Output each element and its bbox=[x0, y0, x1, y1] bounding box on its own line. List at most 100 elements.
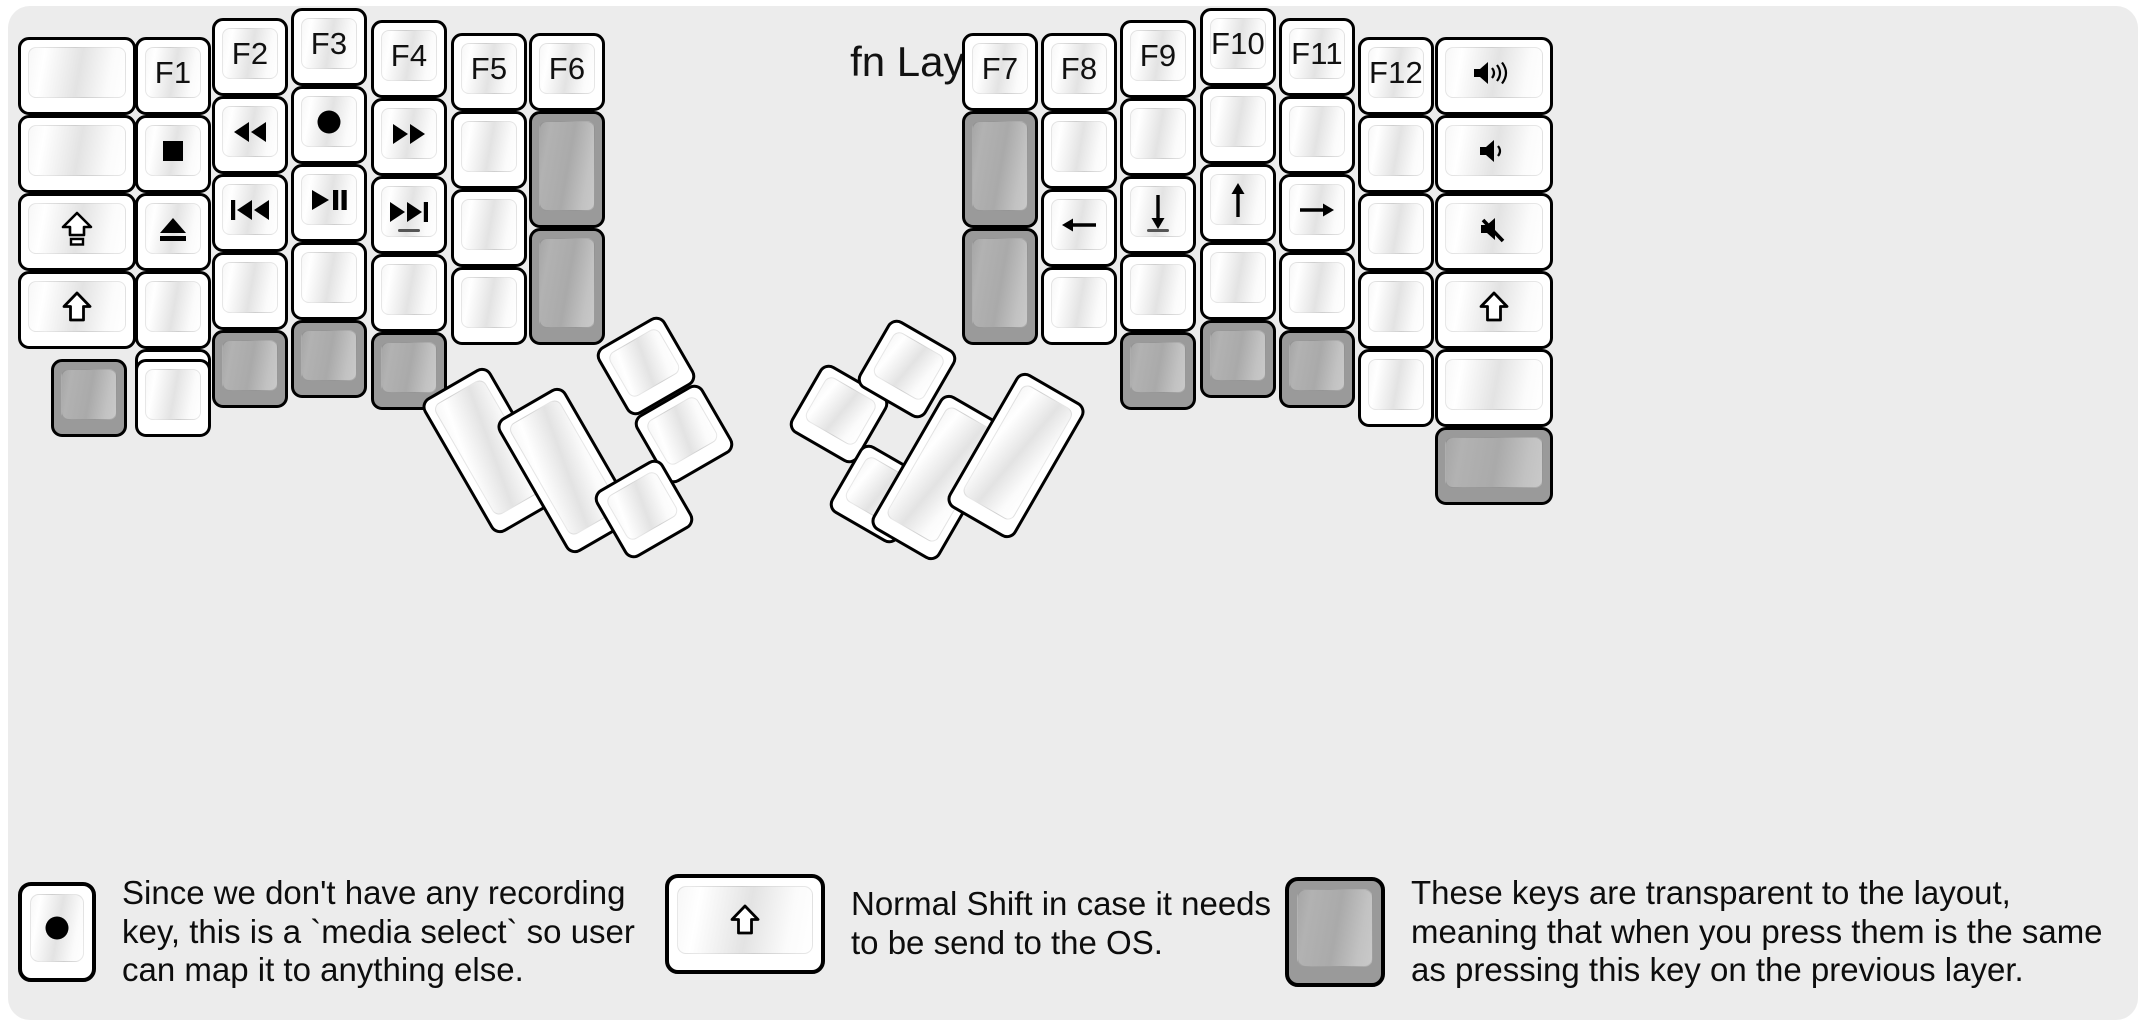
key-left-middle-3[interactable] bbox=[291, 242, 367, 320]
key-right-pinky-outer-3[interactable] bbox=[1435, 271, 1553, 349]
legend-text: Normal Shift in case it needs to be send… bbox=[851, 885, 1272, 961]
key-right-ring-4[interactable] bbox=[1279, 330, 1355, 408]
keycap-face bbox=[1368, 125, 1424, 176]
legend-item: Since we don't have any recording key, t… bbox=[18, 874, 642, 990]
key-left-inner-0[interactable]: F6 bbox=[529, 33, 605, 111]
key-left-pinky-3[interactable] bbox=[135, 271, 211, 349]
keycap-face bbox=[677, 886, 813, 954]
key-right-pinky-2[interactable] bbox=[1358, 193, 1434, 271]
key-left-ring-2[interactable] bbox=[212, 174, 288, 252]
key-left-index-3[interactable] bbox=[371, 254, 447, 332]
key-left-bottom-0[interactable] bbox=[51, 359, 127, 437]
key-label: F12 bbox=[1368, 55, 1424, 90]
key-left-index-0[interactable]: F4 bbox=[371, 20, 447, 98]
key-left-pinky-outer-1[interactable] bbox=[18, 115, 136, 193]
key-left-middle-1[interactable] bbox=[291, 86, 367, 164]
key-label: F9 bbox=[1139, 38, 1177, 73]
key-right-index-inner-1[interactable] bbox=[1041, 111, 1117, 189]
key-right-index-2[interactable] bbox=[1120, 176, 1196, 254]
keycap-face: F3 bbox=[301, 18, 357, 69]
keycap-face bbox=[1445, 203, 1543, 254]
key-left-ring-0[interactable]: F2 bbox=[212, 18, 288, 96]
key-left-index-2[interactable] bbox=[371, 176, 447, 254]
key-left-middle-4[interactable] bbox=[291, 320, 367, 398]
key-right-pinky-1[interactable] bbox=[1358, 115, 1434, 193]
key-left-index-inner-3[interactable] bbox=[451, 267, 527, 345]
key-left-pinky-1[interactable] bbox=[135, 115, 211, 193]
key-left-index-inner-1[interactable] bbox=[451, 111, 527, 189]
key-right-pinky-outer-2[interactable] bbox=[1435, 193, 1553, 271]
key-right-middle-3[interactable] bbox=[1200, 242, 1276, 320]
key-left-inner-1[interactable] bbox=[529, 111, 605, 228]
key-right-middle-0[interactable]: F10 bbox=[1200, 8, 1276, 86]
key-right-index-3[interactable] bbox=[1120, 254, 1196, 332]
key-left-middle-2[interactable] bbox=[291, 164, 367, 242]
keycap-face bbox=[28, 203, 126, 254]
key-left-bottom-1[interactable] bbox=[135, 359, 211, 437]
keycap-face bbox=[301, 330, 357, 381]
keycap-face bbox=[301, 96, 357, 147]
key-left-ring-3[interactable] bbox=[212, 252, 288, 330]
legend-text: These keys are transparent to the layout… bbox=[1411, 874, 2103, 989]
keycap-face bbox=[1051, 121, 1107, 172]
keycap-face bbox=[1130, 108, 1186, 159]
key-label: F7 bbox=[981, 51, 1019, 86]
keycap-face bbox=[644, 394, 721, 468]
key-right-index-0[interactable]: F9 bbox=[1120, 20, 1196, 98]
key-right-index-4[interactable] bbox=[1120, 332, 1196, 410]
keycap-face bbox=[30, 893, 84, 962]
keycap-face bbox=[461, 121, 517, 172]
keycap-face bbox=[301, 174, 357, 225]
eject-icon bbox=[156, 214, 190, 244]
key-right-index-inner-3[interactable] bbox=[1041, 267, 1117, 345]
key-right-pinky-4[interactable] bbox=[1358, 349, 1434, 427]
key-right-middle-4[interactable] bbox=[1200, 320, 1276, 398]
volume-down-icon bbox=[1477, 136, 1511, 166]
legend-sample-key bbox=[18, 881, 96, 982]
key-right-inner-1[interactable] bbox=[962, 111, 1038, 228]
key-right-ring-1[interactable] bbox=[1279, 96, 1355, 174]
key-left-pinky-outer-3[interactable] bbox=[18, 271, 136, 349]
key-right-middle-2[interactable] bbox=[1200, 164, 1276, 242]
keycap-face bbox=[145, 281, 201, 332]
homing-bar bbox=[398, 229, 420, 232]
key-left-pinky-0[interactable]: F1 bbox=[135, 37, 211, 115]
key-right-index-inner-2[interactable] bbox=[1041, 189, 1117, 267]
key-left-ring-1[interactable] bbox=[212, 96, 288, 174]
keycap-face bbox=[606, 326, 683, 400]
caps-lock-icon bbox=[60, 210, 94, 248]
keycap-face bbox=[1130, 342, 1186, 393]
key-right-ring-3[interactable] bbox=[1279, 252, 1355, 330]
key-right-pinky-outer-5[interactable] bbox=[1435, 427, 1553, 505]
key-right-index-inner-0[interactable]: F8 bbox=[1041, 33, 1117, 111]
record-icon bbox=[40, 911, 74, 945]
key-left-pinky-outer-2[interactable] bbox=[18, 193, 136, 271]
keycap-face: F10 bbox=[1210, 18, 1266, 69]
key-left-pinky-2[interactable] bbox=[135, 193, 211, 271]
legend-item: Normal Shift in case it needs to be send… bbox=[665, 874, 1281, 974]
key-right-index-1[interactable] bbox=[1120, 98, 1196, 176]
keycap-face bbox=[972, 121, 1028, 211]
key-right-pinky-outer-0[interactable] bbox=[1435, 37, 1553, 115]
key-left-index-inner-0[interactable]: F5 bbox=[451, 33, 527, 111]
key-right-pinky-0[interactable]: F12 bbox=[1358, 37, 1434, 115]
key-left-ring-4[interactable] bbox=[212, 330, 288, 408]
key-right-ring-0[interactable]: F11 bbox=[1279, 18, 1355, 96]
key-left-pinky-outer-0[interactable] bbox=[18, 37, 136, 115]
key-right-inner-0[interactable]: F7 bbox=[962, 33, 1038, 111]
key-right-ring-2[interactable] bbox=[1279, 174, 1355, 252]
key-right-inner-2[interactable] bbox=[962, 228, 1038, 345]
key-left-index-1[interactable] bbox=[371, 98, 447, 176]
key-left-middle-0[interactable]: F3 bbox=[291, 8, 367, 86]
key-left-inner-2[interactable] bbox=[529, 228, 605, 345]
key-right-pinky-outer-4[interactable] bbox=[1435, 349, 1553, 427]
stop-icon bbox=[158, 136, 188, 166]
key-right-pinky-outer-1[interactable] bbox=[1435, 115, 1553, 193]
key-right-middle-1[interactable] bbox=[1200, 86, 1276, 164]
keycap-face bbox=[1289, 184, 1345, 235]
key-left-index-inner-2[interactable] bbox=[451, 189, 527, 267]
keycap-face bbox=[1297, 888, 1373, 967]
key-right-pinky-3[interactable] bbox=[1358, 271, 1434, 349]
shift-icon bbox=[61, 290, 93, 324]
